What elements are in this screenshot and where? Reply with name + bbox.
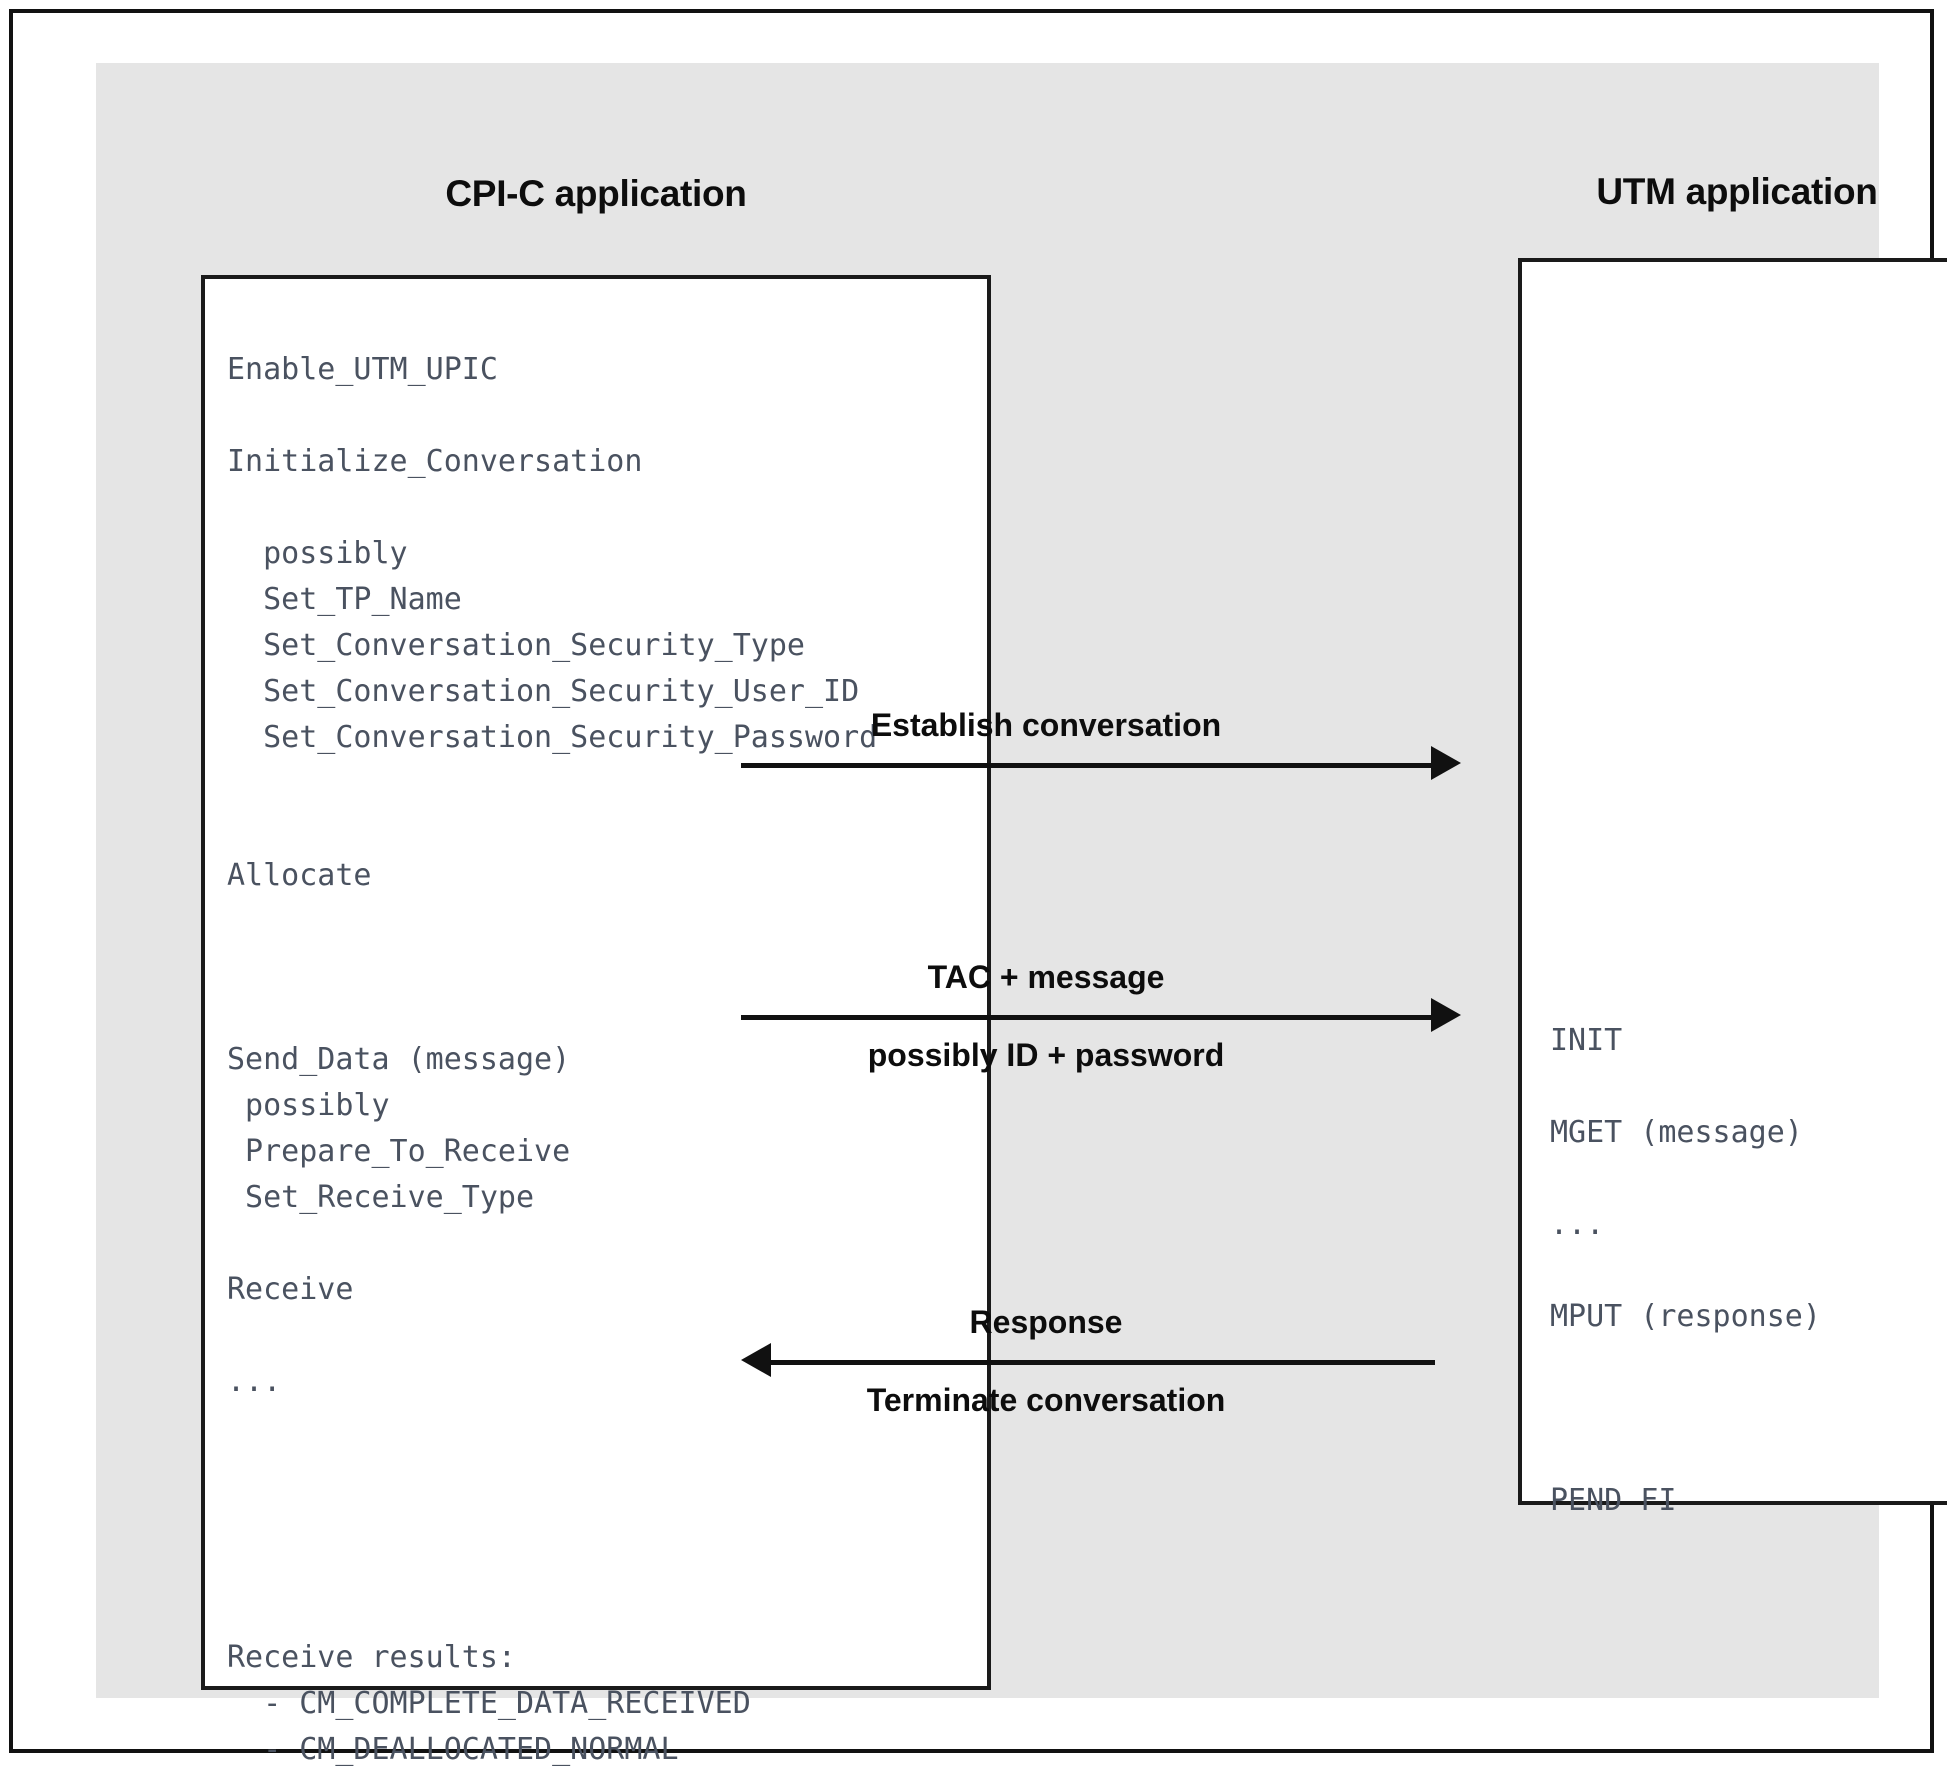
arrow-response-terminate-label-below: Terminate conversation	[866, 1382, 1226, 1418]
arrow-establish-conversation-head	[1431, 746, 1461, 780]
arrow-response-terminate-line	[771, 1360, 1435, 1365]
outer-frame: CPI-C application UTM application Enable…	[9, 9, 1947, 1766]
diagram-background-panel: CPI-C application UTM application Enable…	[96, 63, 1947, 1766]
arrow-tac-message-head	[1431, 998, 1461, 1032]
cpic-application-title: CPI-C application	[445, 173, 747, 214]
utm-application-box: INIT MGET (message) ... MPUT (response) …	[1518, 258, 1947, 1518]
arrow-tac-message-line	[741, 1015, 1431, 1020]
utm-code-listing: INIT MGET (message) ... MPUT (response) …	[1550, 1023, 1821, 1518]
cpic-code-listing: Enable_UTM_UPIC Initialize_Conversation …	[227, 352, 878, 1766]
arrow-response-terminate-label-above: Response	[969, 1304, 1123, 1340]
arrow-tac-message-label-above: TAC + message	[927, 959, 1165, 995]
arrow-establish-conversation-label-above: Establish conversation	[870, 707, 1222, 743]
arrow-response-terminate-head	[741, 1343, 771, 1377]
arrow-establish-conversation-line	[741, 763, 1431, 768]
cpic-application-box: Enable_UTM_UPIC Initialize_Conversation …	[201, 275, 991, 1766]
utm-application-title: UTM application	[1596, 171, 1878, 212]
arrow-tac-message-label-below: possibly ID + password	[867, 1037, 1225, 1073]
